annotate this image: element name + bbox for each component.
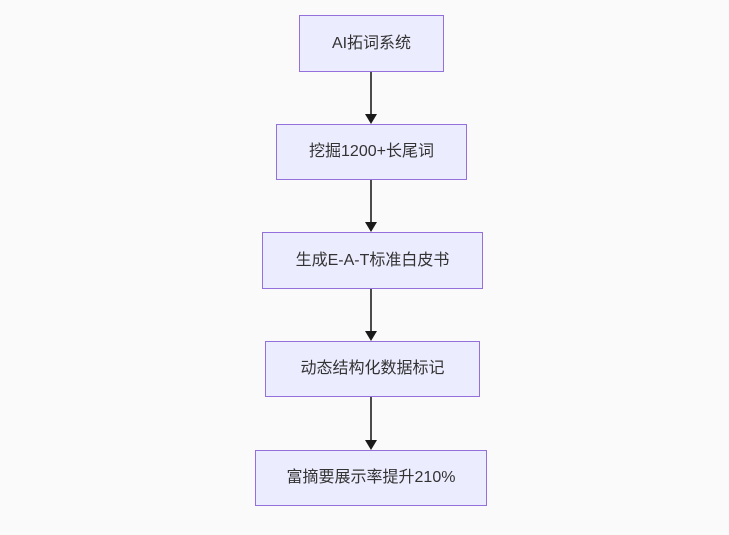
flow-arrow-a-b [364, 72, 378, 124]
flow-node-label: AI拓词系统 [331, 34, 412, 52]
flow-node-structured-data-markup: 动态结构化数据标记 [265, 341, 480, 397]
arrowhead-down-icon [365, 114, 377, 124]
flow-node-label: 生成E-A-T标准白皮书 [295, 251, 450, 269]
flow-node-label: 动态结构化数据标记 [300, 360, 445, 377]
arrow-line [370, 289, 372, 332]
flow-arrow-c-d [364, 289, 378, 341]
arrow-line [370, 72, 372, 115]
flow-node-label: 富摘要展示率提升210% [286, 469, 456, 486]
arrowhead-down-icon [365, 222, 377, 232]
arrowhead-down-icon [365, 440, 377, 450]
flow-node-eat-whitepaper: 生成E-A-T标准白皮书 [262, 232, 483, 289]
flow-node-longtail-mining: 挖掘1200+长尾词 [276, 124, 467, 180]
flow-node-ai-keyword-system: AI拓词系统 [299, 15, 444, 72]
arrow-line [370, 397, 372, 441]
arrowhead-down-icon [365, 331, 377, 341]
flow-node-rich-snippet-uplift: 富摘要展示率提升210% [255, 450, 487, 506]
flow-arrow-d-e [364, 397, 378, 450]
arrow-line [370, 180, 372, 223]
flow-arrow-b-c [364, 180, 378, 232]
flow-node-label: 挖掘1200+长尾词 [309, 143, 434, 160]
